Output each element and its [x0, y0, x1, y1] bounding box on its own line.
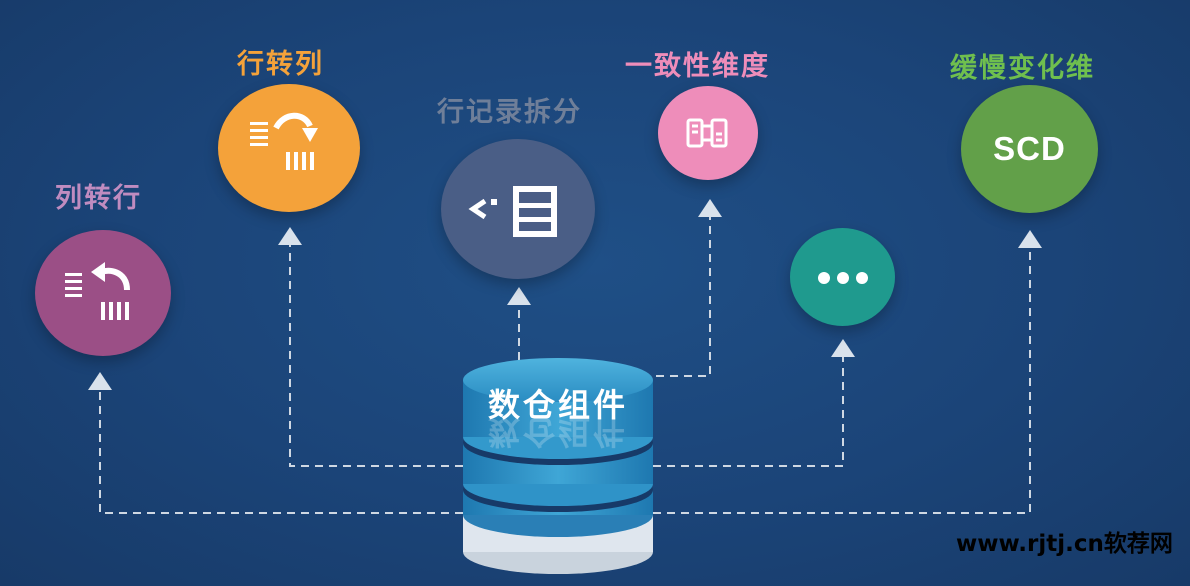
node-row-to-col[interactable] [218, 84, 360, 212]
split-list-icon [468, 186, 557, 237]
node-scd[interactable]: SCD [961, 85, 1098, 213]
ellipsis-icon [818, 272, 868, 284]
node-conformed-dim[interactable] [658, 86, 758, 180]
label-scd: 缓慢变化维 [950, 53, 1095, 84]
arrow-head-row-to-col [278, 227, 302, 245]
redo-arrow-list-icon [250, 112, 318, 170]
node-more[interactable] [790, 228, 895, 326]
arrow-head-more [831, 339, 855, 357]
connector-conformed-dim [600, 217, 711, 377]
arrow-head-col-to-row [88, 372, 112, 390]
connector-more [653, 357, 844, 467]
scd-text: SCD [993, 130, 1066, 167]
database-cylinder [463, 358, 653, 574]
arrow-head-conformed-dim [698, 199, 722, 217]
center-label: 数仓组件 [487, 386, 628, 424]
arrow-head-row-split [507, 287, 531, 305]
undo-arrow-list-icon [65, 262, 130, 320]
label-col-to-row: 列转行 [55, 183, 142, 214]
label-row-to-col: 行转列 [237, 49, 324, 80]
connector-scd [653, 248, 1031, 514]
connector-col-to-row [99, 390, 463, 514]
linked-docs-icon [686, 118, 728, 148]
watermark: www.rjtj.cn软荐网 [956, 531, 1173, 557]
connector-row-to-col [289, 245, 463, 467]
arrow-head-scd [1018, 230, 1042, 248]
node-col-to-row[interactable] [35, 230, 171, 356]
center-label-reflection: 数仓组件 [487, 413, 628, 451]
label-row-split: 行记录拆分 [437, 97, 582, 128]
node-row-split[interactable] [441, 139, 595, 279]
label-conformed-dim: 一致性维度 [625, 51, 770, 82]
